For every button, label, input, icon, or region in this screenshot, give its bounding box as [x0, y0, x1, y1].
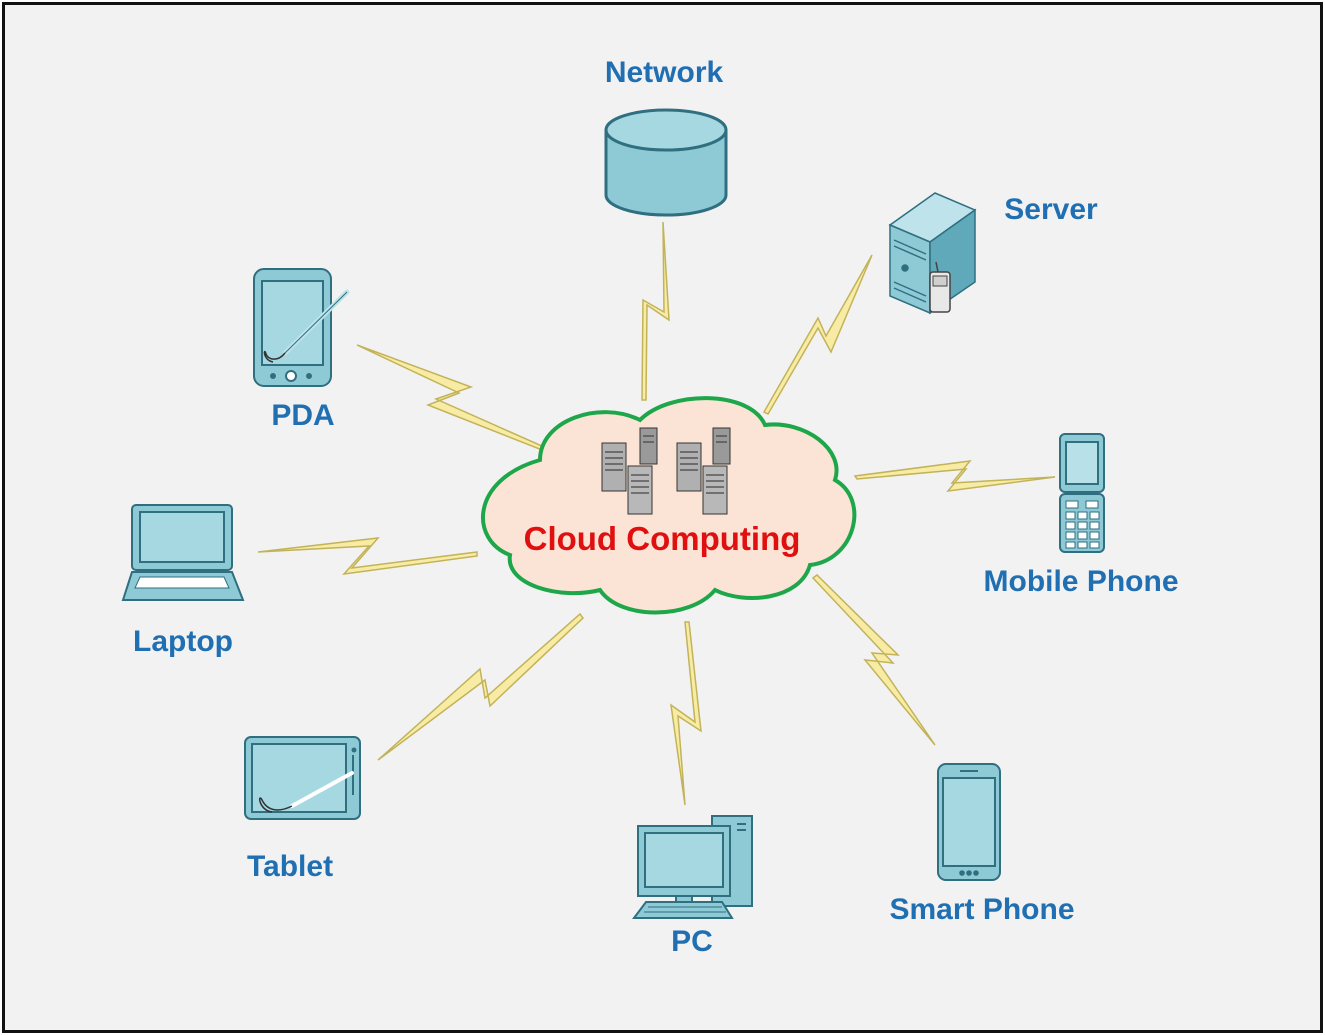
node-label-mobile-phone: Mobile Phone	[983, 565, 1179, 598]
server-rack-icon	[601, 427, 731, 515]
links	[257, 221, 1056, 806]
node-label-network: Network	[604, 56, 724, 89]
desktop-pc-icon	[632, 815, 753, 919]
node-label-server: Server	[1004, 193, 1098, 226]
link-laptop	[257, 537, 478, 576]
link-network	[641, 221, 670, 401]
link-tablet	[377, 612, 585, 761]
flip-phone-icon	[1059, 433, 1105, 553]
node-label-pda: PDA	[271, 399, 335, 432]
node-label-pc: PC	[671, 925, 713, 958]
database-cylinder-icon	[604, 108, 728, 217]
node-label-laptop: Laptop	[133, 625, 233, 658]
cloud-shape	[480, 396, 857, 615]
node-label-smart-phone: Smart Phone	[889, 893, 1075, 926]
smartphone-icon	[937, 763, 1001, 881]
server-tower-icon	[888, 192, 977, 315]
laptop-icon	[121, 504, 245, 601]
link-smart-phone	[811, 574, 936, 746]
link-server	[762, 254, 873, 415]
node-label-tablet: Tablet	[246, 850, 334, 883]
pda-icon	[253, 268, 350, 387]
tablet-icon	[244, 736, 361, 820]
center-label: Cloud Computing	[523, 520, 801, 557]
link-pc	[670, 621, 702, 806]
link-mobile-phone	[853, 460, 1056, 492]
link-pda	[356, 344, 546, 451]
